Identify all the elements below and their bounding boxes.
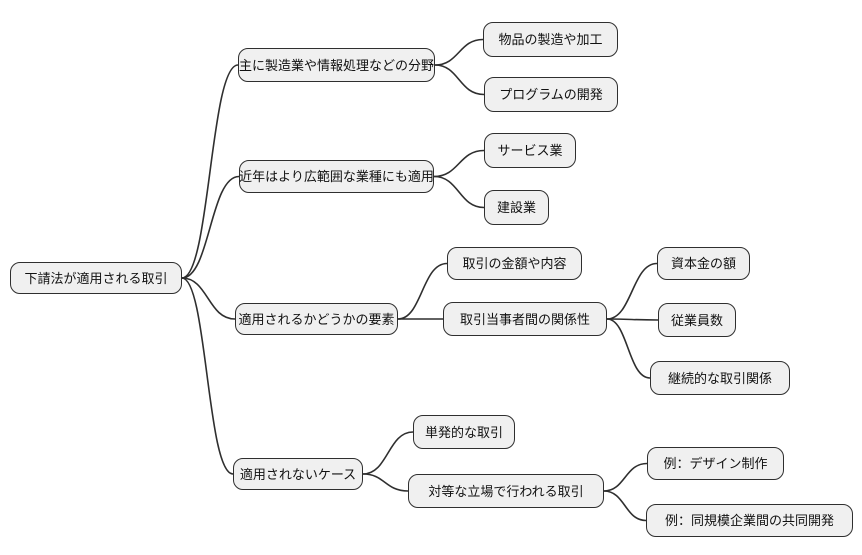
node-employee-count: 従業員数 [658,303,736,337]
node-construction-industry: 建設業 [484,190,549,225]
edge-relationship-to-capital [606,262,658,320]
edge-cases-to-oneoff [362,431,414,475]
node-applicability-factors: 適用されるかどうかの要素 [235,303,398,335]
node-one-off-transaction: 単発的な取引 [413,415,515,449]
node-party-relationship: 取引当事者間の関係性 [443,302,607,336]
edge-cases-to-equal [362,473,409,492]
edge-equal-to-design [603,462,648,492]
node-program-development: プログラムの開発 [484,77,618,112]
edge-wider-to-construction [433,175,485,209]
edge-root-to-applicability-factors [181,277,236,320]
edge-root-to-main-industries [181,64,239,279]
node-main-industries: 主に製造業や情報処理などの分野 [238,48,435,82]
node-transaction-amount: 取引の金額や内容 [447,247,582,280]
node-ongoing-relationship: 継続的な取引関係 [650,361,790,395]
node-root: 下請法が適用される取引 [10,262,182,294]
node-goods-manufacturing: 物品の製造や加工 [483,22,618,57]
node-equal-footing-transaction: 対等な立場で行われる取引 [408,474,604,508]
node-capital-amount: 資本金の額 [657,247,750,280]
edge-root-to-not-applicable-cases [181,277,234,475]
edge-root-to-wider-industries [181,175,240,279]
edge-relationship-to-ongoing [606,318,651,379]
edge-relationship-to-employees [606,318,659,321]
edge-equal-to-joint [603,490,647,522]
edge-wider-to-service [433,149,485,178]
node-not-applicable-cases: 適用されないケース [233,458,363,490]
node-service-industry: サービス業 [484,133,576,168]
node-example-design: 例：デザイン制作 [647,447,784,480]
node-wider-industries: 近年はより広範囲な業種にも適用 [239,160,434,193]
node-example-joint-development: 例：同規模企業間の共同開発 [646,504,853,537]
edge-main-to-goods [434,38,484,66]
edge-main-to-program [434,64,485,96]
edge-factors-to-amount [397,262,448,320]
